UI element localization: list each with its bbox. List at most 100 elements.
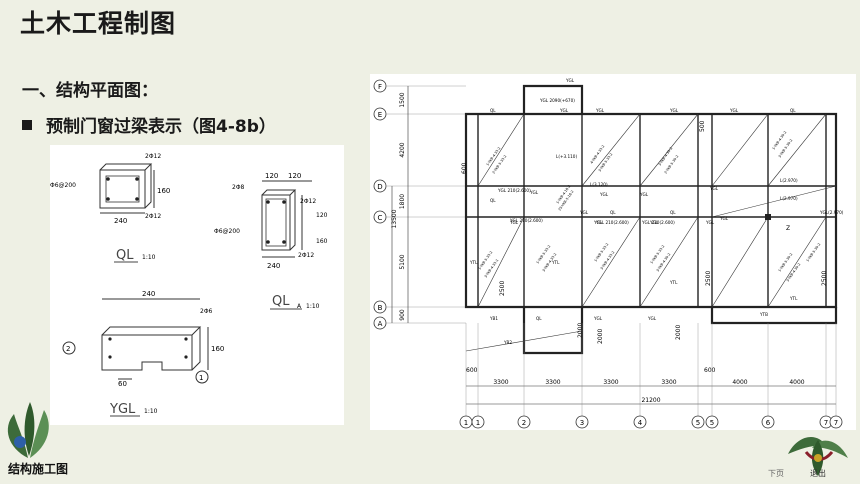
beam-label: YTL xyxy=(669,280,678,285)
slab-diagonal xyxy=(767,113,827,187)
porch-wall xyxy=(710,307,838,325)
slab-diagonal xyxy=(581,113,641,187)
level-label: YGL 210(2.600) xyxy=(497,188,531,193)
beam-label: QL xyxy=(536,316,542,321)
beam-label: YGL xyxy=(729,108,739,113)
grid-row-label: D xyxy=(377,183,382,191)
grid-col-bubble xyxy=(633,415,647,429)
left-ext-dim: 600 xyxy=(466,367,478,374)
ql-bottom-bar: 2Φ12 xyxy=(145,213,161,220)
column-marker xyxy=(765,214,771,220)
slide-title: 土木工程制图 xyxy=(20,9,177,38)
beam-label: YGL xyxy=(669,108,679,113)
slab-diagonal xyxy=(477,113,525,187)
slab-label: 3-YKB-5-33-2 xyxy=(598,152,614,172)
qla-bar-2: 2Φ12 xyxy=(298,252,314,259)
beam-label: YB1 xyxy=(489,316,498,321)
grid-col-bubble xyxy=(691,415,705,429)
ygl-width: 240 xyxy=(142,290,155,298)
ql-caption: QL xyxy=(116,248,134,263)
row-dim-value: 4200 xyxy=(399,142,406,157)
grid-col-label: 2 xyxy=(522,419,526,427)
structural-plan: FEDCBA1500420018005100900135001-YKB-4-33… xyxy=(373,78,844,429)
ql-width: 240 xyxy=(114,217,127,225)
bullet-item: 预制门窗过梁表示（图4-8b） xyxy=(22,112,276,137)
qla-caption: QL xyxy=(272,294,290,309)
square-bullet-icon xyxy=(22,119,32,130)
qla-stirrup: Φ6@200 xyxy=(214,228,240,235)
beam-label: QL xyxy=(670,210,676,215)
qla-caption-sub: A xyxy=(297,303,302,310)
side-dim: 2500 xyxy=(499,281,506,296)
level-label: YGL 210(2.600) xyxy=(595,220,629,225)
beam-label: QL xyxy=(490,198,496,203)
prev-page-button[interactable]: 下页 xyxy=(768,469,784,478)
stair-wall xyxy=(522,84,584,114)
slab-diagonal xyxy=(477,216,525,308)
grid-col-bubble xyxy=(761,415,775,429)
slab-diagonal xyxy=(711,185,837,218)
beam-label: YGL xyxy=(565,78,575,83)
grid-col-label: 4 xyxy=(638,419,643,427)
ygl-marker-left: 2 xyxy=(66,345,70,353)
side-dim: 2000 xyxy=(577,323,584,338)
grid-col-bubble xyxy=(517,415,531,429)
row-dim-value: 1500 xyxy=(399,92,406,107)
beam-label: QL xyxy=(490,108,496,113)
col-dim-value: 3300 xyxy=(661,379,676,386)
level-label: L(2.970) xyxy=(780,196,798,201)
ql-scale: 1:10 xyxy=(142,254,156,261)
beam-label: YTB xyxy=(759,312,768,317)
grid-row-label: C xyxy=(378,214,383,222)
exterior-wall xyxy=(464,112,838,309)
beam-label: YGL xyxy=(647,316,657,321)
slab-diagonal xyxy=(639,216,699,308)
beam-label: YGL xyxy=(705,220,715,225)
beam-label: YGL xyxy=(509,220,519,225)
grid-col-label: 3 xyxy=(580,419,584,427)
beam-label: YGL xyxy=(559,108,569,113)
grid-col-label: 5 xyxy=(710,419,714,427)
grid-col-label: 1 xyxy=(464,419,468,427)
plant-decoration-icon xyxy=(7,402,49,458)
grid-row-label: B xyxy=(378,304,383,312)
beam-label: YGL xyxy=(599,192,609,197)
slab-diagonal xyxy=(711,113,769,187)
ygl-height: 160 xyxy=(211,345,224,353)
qla-dim-top-2: 120 xyxy=(288,172,301,180)
beam-details-figure: 2Φ12 Φ6@200 2Φ12 240 160 QL 1:10 120 120… xyxy=(50,153,328,417)
beam-label: YGL xyxy=(593,316,603,321)
ygl-marker-right: 1 xyxy=(199,374,203,382)
ql-stirrup: Φ6@200 xyxy=(50,182,76,189)
beam-label: YGL xyxy=(529,190,539,195)
grid-col-label: 7 xyxy=(824,419,828,427)
grid-row-label: F xyxy=(378,83,382,91)
ygl-caption: YGL xyxy=(109,402,136,417)
col-dim-value: 4000 xyxy=(789,379,804,386)
beam-label: YTL xyxy=(789,296,798,301)
grid-col-label: 6 xyxy=(766,419,771,427)
slab-diagonal xyxy=(639,113,699,187)
row-dim-value: 900 xyxy=(399,309,406,321)
slab-diagonal xyxy=(581,216,641,308)
slab-diagonal xyxy=(767,216,827,308)
level-label: YGL 210(2.600) xyxy=(641,220,675,225)
level-label: YGL 210(2.600) xyxy=(509,218,543,223)
christmas-decoration-icon xyxy=(788,436,848,476)
exit-button[interactable]: 退出 xyxy=(810,469,826,478)
bullet-text: 预制门窗过梁表示（图4-8b） xyxy=(46,117,276,137)
ql-section xyxy=(99,163,155,214)
beam-label: YTL xyxy=(469,260,478,265)
beam-label: YGL xyxy=(649,220,659,225)
slab-diagonal xyxy=(711,216,769,308)
ygl-top-bar: 2Φ6 xyxy=(200,308,213,315)
beam-label: YB2 xyxy=(503,340,512,345)
beam-label: YGL xyxy=(593,220,603,225)
beam-label: YGL xyxy=(639,192,649,197)
col-dim-value: 3300 xyxy=(545,379,560,386)
grid-col-bubble xyxy=(471,415,485,429)
side-dim: 2500 xyxy=(705,271,712,286)
grid-row-label: A xyxy=(378,320,383,328)
qla-height-1: 120 xyxy=(316,212,328,219)
